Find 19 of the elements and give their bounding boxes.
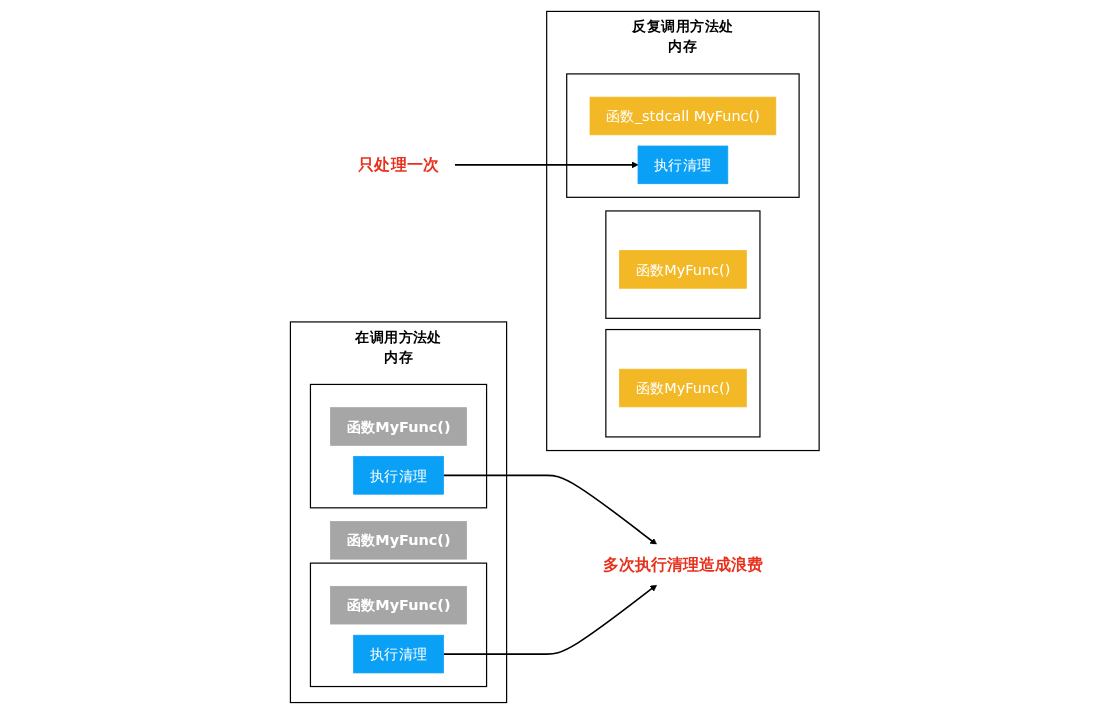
cluster: [310, 562, 488, 688]
node-text: 多次执行清理造成浪费: [602, 555, 764, 575]
cluster: [605, 210, 761, 319]
cluster: [605, 328, 761, 438]
node-box: 执行清理: [353, 456, 444, 495]
cluster: [310, 383, 488, 509]
node-box: 函数MyFunc(): [330, 586, 468, 625]
node-box: 执行清理: [353, 634, 444, 674]
node-box: 函数MyFunc(): [619, 250, 747, 289]
arrow: [442, 584, 658, 655]
node-box: 函数MyFunc(): [330, 521, 468, 560]
node-box: 函数MyFunc(): [330, 407, 468, 446]
arrow: [442, 474, 658, 546]
arrow: [454, 161, 639, 169]
node-text: 只处理一次: [358, 155, 439, 175]
cluster: [566, 73, 800, 198]
node-box: 函数MyFunc(): [619, 368, 747, 408]
node-box: 函数_stdcall MyFunc(): [589, 96, 777, 136]
node-box: 执行清理: [637, 145, 729, 185]
